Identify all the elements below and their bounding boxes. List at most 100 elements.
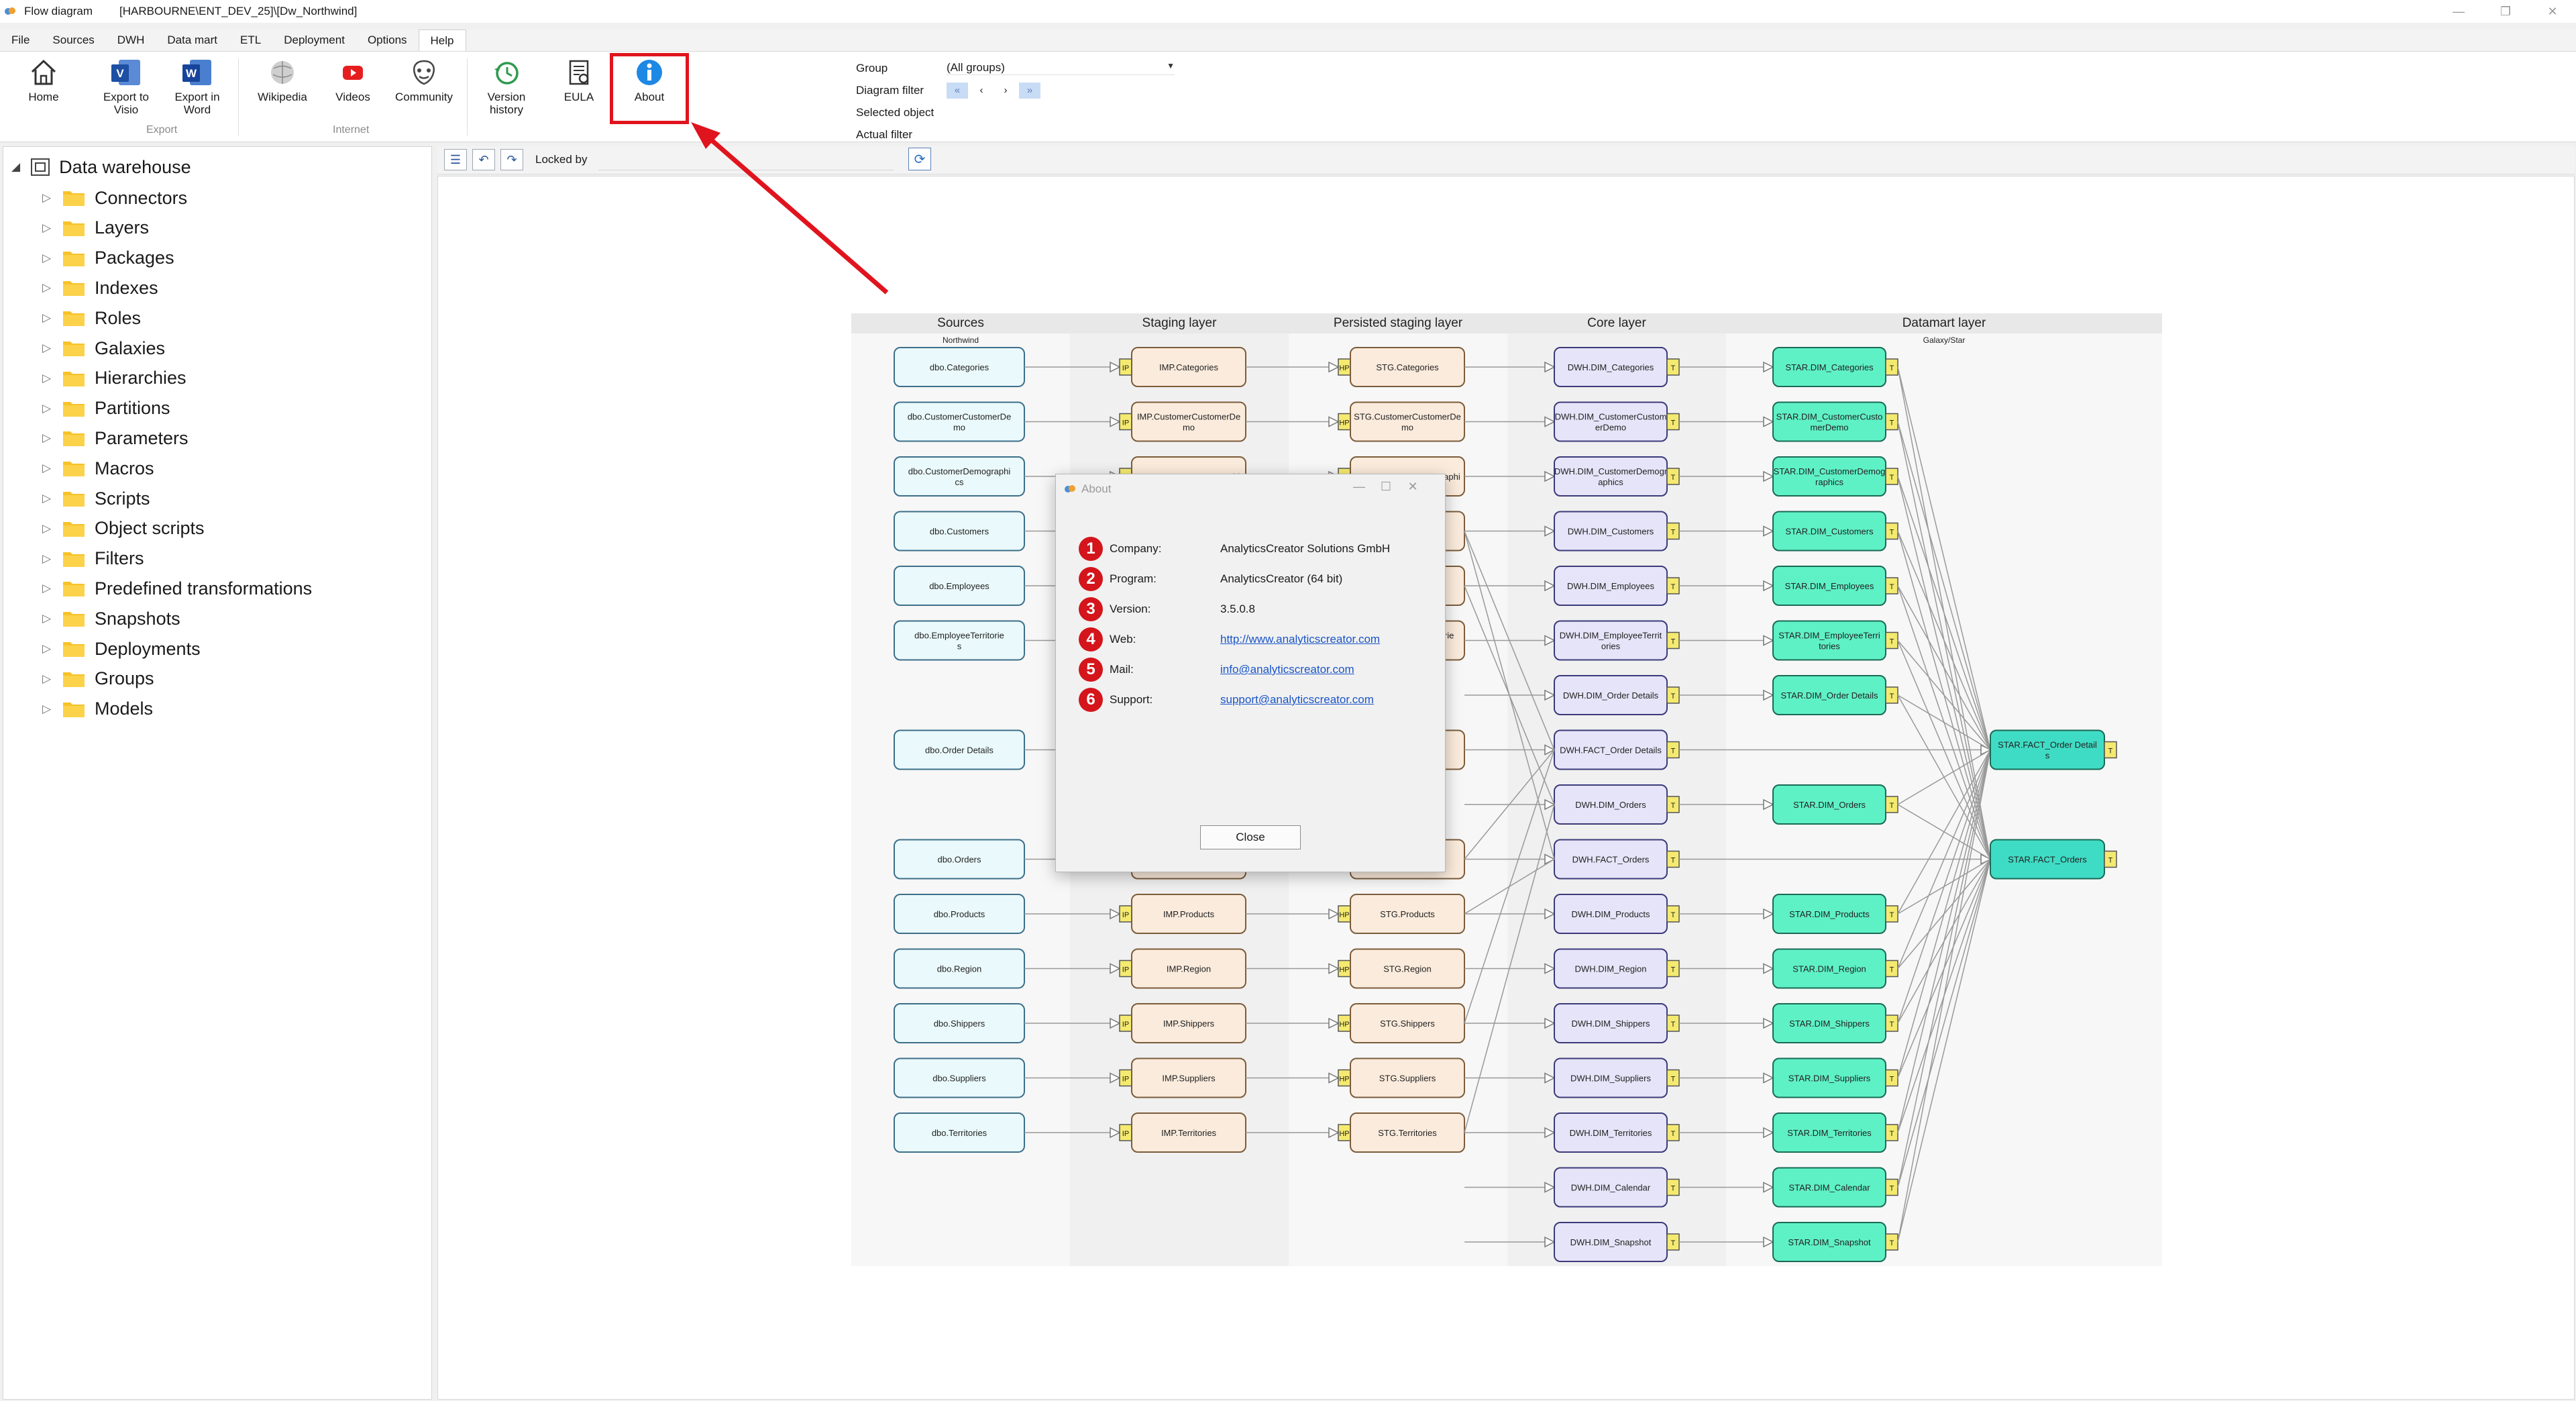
expanded-caret-icon[interactable]: ◢: [11, 160, 21, 173]
source-node: [894, 620, 1025, 661]
history-icon: [494, 62, 519, 85]
tree-item-label: Hierarchies: [95, 368, 186, 388]
tree-item-scripts[interactable]: ▷Scripts: [42, 485, 150, 512]
flow-arrowhead: [1763, 361, 1774, 373]
expand-caret-icon[interactable]: ▷: [42, 462, 52, 475]
tab-dwh[interactable]: DWH: [117, 34, 145, 46]
tab-deployment[interactable]: Deployment: [284, 34, 345, 46]
tree-item-predefined-transformations[interactable]: ▷Predefined transformations: [42, 575, 312, 602]
expand-caret-icon[interactable]: ▷: [42, 401, 52, 415]
folder-icon: [63, 492, 85, 507]
staging-node: [1131, 401, 1246, 442]
about-link[interactable]: support@analyticscreator.com: [1220, 693, 1374, 706]
tree-item-filters[interactable]: ▷Filters: [42, 546, 144, 572]
expand-caret-icon[interactable]: ▷: [42, 612, 52, 625]
tree-item-galaxies[interactable]: ▷Galaxies: [42, 335, 165, 362]
object-type-badge-label: HP: [1339, 364, 1349, 372]
flow-connector: [1897, 859, 1991, 1024]
close-window-button[interactable]: ✕: [2547, 4, 2558, 18]
restore-button[interactable]: ❐: [2500, 4, 2512, 18]
tree-root-data-warehouse[interactable]: ◢ Data warehouse: [11, 156, 191, 177]
object-type-badge-label: T: [1890, 966, 1894, 974]
expand-caret-icon[interactable]: ▷: [42, 251, 52, 264]
about-value: AnalyticsCreator (64 bit): [1220, 572, 1343, 585]
expand-caret-icon[interactable]: ▷: [42, 552, 52, 565]
about-button[interactable]: About: [623, 57, 676, 124]
tree-item-connectors[interactable]: ▷Connectors: [42, 185, 187, 211]
flow-arrowhead: [1544, 416, 1556, 427]
expand-caret-icon[interactable]: ▷: [42, 191, 52, 204]
expand-caret-icon[interactable]: ▷: [42, 281, 52, 295]
title-bar: Flow diagram [HARBOURNE\ENT_DEV_25]\[Dw_…: [0, 0, 2576, 23]
tree-item-layers[interactable]: ▷Layers: [42, 215, 149, 242]
staging-node-label: IMP.Region: [1167, 964, 1211, 974]
expand-caret-icon[interactable]: ▷: [42, 521, 52, 535]
filter-last-button[interactable]: »: [1019, 82, 1040, 99]
export-word-button[interactable]: W Export in Word: [166, 57, 228, 124]
flow-connector: [1897, 531, 1991, 860]
wikipedia-icon: [271, 61, 294, 84]
group-select[interactable]: (All groups) ▼: [947, 61, 1175, 75]
flow-arrowhead: [1328, 1127, 1340, 1139]
datamart-node-label: STAR.DIM_Order Details: [1781, 690, 1878, 701]
tree-item-partitions[interactable]: ▷Partitions: [42, 395, 170, 422]
object-type-badge-label: T: [1671, 802, 1676, 810]
about-link[interactable]: http://www.analyticscreator.com: [1220, 633, 1381, 645]
flow-arrowhead: [1544, 744, 1556, 756]
datamart-node: [1772, 401, 1886, 442]
tree-item-roles[interactable]: ▷Roles: [42, 305, 141, 331]
tree-item-object-scripts[interactable]: ▷Object scripts: [42, 515, 205, 542]
filter-prev-button[interactable]: ‹: [979, 85, 983, 96]
home-button[interactable]: Home: [20, 57, 67, 124]
redo-button[interactable]: ↷: [500, 149, 523, 170]
export-visio-button[interactable]: V Export to Visio: [95, 57, 157, 124]
expand-caret-icon[interactable]: ▷: [42, 702, 52, 715]
tree-item-hierarchies[interactable]: ▷ Hierarchies: [42, 365, 186, 392]
undo-button[interactable]: ↶: [472, 149, 495, 170]
version-history-button[interactable]: Version history: [476, 57, 537, 124]
dialog-minimize-button[interactable]: —: [1353, 480, 1365, 493]
expand-caret-icon[interactable]: ▷: [42, 221, 52, 234]
tree-item-label: Groups: [95, 668, 154, 689]
eula-button[interactable]: EULA: [550, 57, 608, 124]
tree-item-deployments[interactable]: ▷Deployments: [42, 635, 201, 662]
tree-item-macros[interactable]: ▷Macros: [42, 455, 154, 482]
tree-item-packages[interactable]: ▷Packages: [42, 245, 174, 272]
tree-item-groups[interactable]: ▷ Groups: [42, 666, 154, 692]
tab-options[interactable]: Options: [367, 34, 407, 46]
tab-etl[interactable]: ETL: [240, 34, 262, 46]
about-value: 3.5.0.8: [1220, 603, 1255, 615]
videos-button[interactable]: Videos: [326, 57, 380, 124]
dialog-close-icon[interactable]: ✕: [1407, 480, 1418, 493]
expand-caret-icon[interactable]: ▷: [42, 371, 52, 384]
about-close-button[interactable]: Close: [1200, 825, 1301, 849]
refresh-button[interactable]: ⟳: [908, 148, 931, 170]
wikipedia-button[interactable]: Wikipedia: [251, 57, 314, 124]
dialog-maximize-button[interactable]: ☐: [1380, 480, 1392, 493]
expand-caret-icon[interactable]: ▷: [42, 492, 52, 505]
expand-caret-icon[interactable]: ▷: [42, 582, 52, 595]
filter-first-button[interactable]: «: [947, 82, 968, 99]
tree-item-models[interactable]: ▷Models: [42, 696, 153, 723]
expand-caret-icon[interactable]: ▷: [42, 311, 52, 325]
expand-caret-icon[interactable]: ▷: [42, 672, 52, 685]
object-type-badge-label: T: [1671, 692, 1676, 701]
community-button[interactable]: Community: [389, 57, 459, 124]
filter-next-button[interactable]: ›: [1004, 85, 1008, 96]
tree-item-parameters[interactable]: ▷Parameters: [42, 425, 189, 452]
tree-layout-button[interactable]: ☰: [444, 149, 467, 170]
tab-data-mart[interactable]: Data mart: [167, 34, 218, 46]
about-link[interactable]: info@analyticscreator.com: [1220, 663, 1354, 676]
tree-item-indexes[interactable]: ▷Indexes: [42, 274, 158, 301]
minimize-button[interactable]: —: [2453, 4, 2465, 18]
datamart-node-label: STAR.DIM_Customers: [1785, 527, 1874, 537]
tree-item-snapshots[interactable]: ▷Snapshots: [42, 605, 180, 632]
tab-file[interactable]: File: [11, 34, 30, 46]
expand-caret-icon[interactable]: ▷: [42, 431, 52, 445]
tab-help[interactable]: Help: [418, 30, 466, 51]
flow-arrowhead: [1763, 1236, 1774, 1248]
expand-caret-icon[interactable]: ▷: [42, 342, 52, 354]
tab-sources[interactable]: Sources: [52, 34, 95, 46]
expand-caret-icon[interactable]: ▷: [42, 642, 52, 655]
